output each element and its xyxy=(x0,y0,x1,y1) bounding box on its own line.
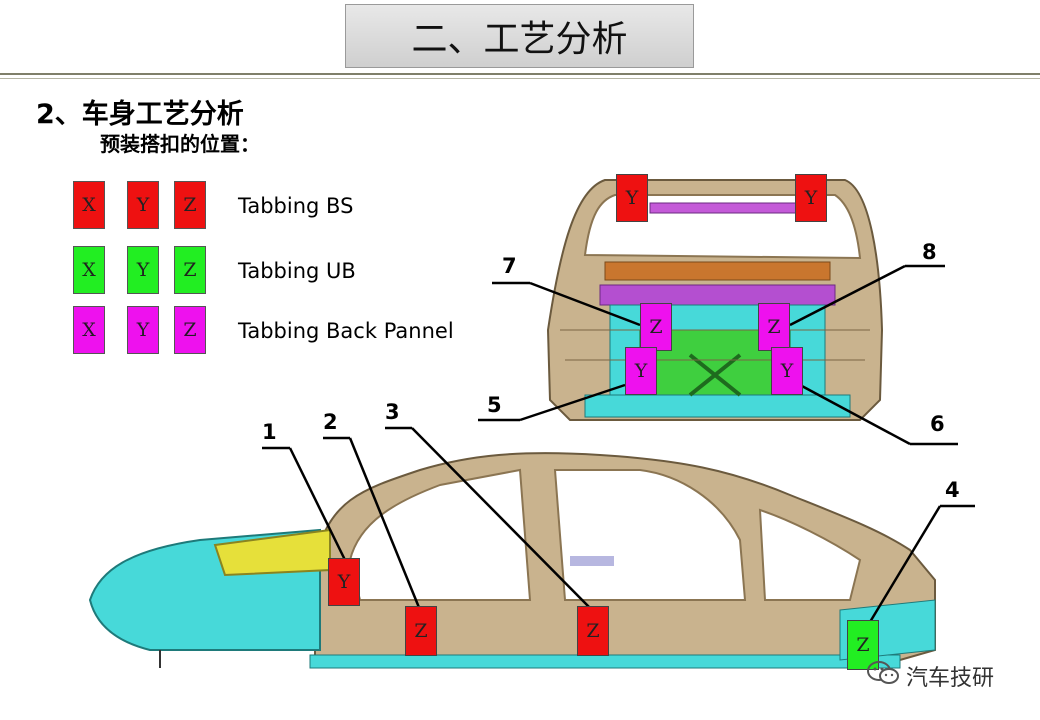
divider xyxy=(0,73,1040,75)
legend-box-bs-x: X xyxy=(73,181,105,229)
callout-8: 8 xyxy=(922,240,937,264)
rear-view-body xyxy=(546,179,884,421)
callout-6: 6 xyxy=(930,412,945,436)
legend-box-bs-y: Y xyxy=(127,181,159,229)
tag-bs-y-rear-right: Y xyxy=(795,174,827,222)
tag-bs-z-2: Z xyxy=(405,606,437,656)
watermark-text: 汽车技研 xyxy=(906,666,995,691)
leader-lines xyxy=(262,264,975,623)
legend-label-ub: Tabbing UB xyxy=(238,259,356,283)
callout-1: 1 xyxy=(262,420,277,444)
legend-box-bp-y: Y xyxy=(127,306,159,354)
tag-ub-z-4: Z xyxy=(847,620,879,670)
tag-bp-y-5: Y xyxy=(625,347,657,395)
tag-bp-z-8: Z xyxy=(758,303,790,351)
wechat-icon xyxy=(866,660,900,692)
legend-label-bp: Tabbing Back Pannel xyxy=(238,319,454,343)
callout-2: 2 xyxy=(323,410,338,434)
callout-7: 7 xyxy=(502,254,517,278)
section-heading: 2、车身工艺分析 xyxy=(36,99,244,130)
legend-label-bs: Tabbing BS xyxy=(238,194,354,218)
legend-box-bp-x: X xyxy=(73,306,105,354)
tag-bp-z-7: Z xyxy=(640,303,672,351)
divider xyxy=(0,78,1040,79)
page-title: 二、工艺分析 xyxy=(345,4,694,68)
section-subheading: 预装搭扣的位置： xyxy=(100,132,260,156)
legend-box-ub-y: Y xyxy=(127,246,159,294)
callout-4: 4 xyxy=(945,478,960,502)
callout-3: 3 xyxy=(385,400,400,424)
tag-bs-y-rear-left: Y xyxy=(616,174,648,222)
tag-bs-y-1: Y xyxy=(328,558,360,606)
side-view-body xyxy=(88,452,936,669)
legend-box-ub-x: X xyxy=(73,246,105,294)
watermark: 汽车技研 xyxy=(866,660,994,692)
tag-bs-z-3: Z xyxy=(577,606,609,656)
callout-5: 5 xyxy=(487,393,502,417)
legend-box-bp-z: Z xyxy=(174,306,206,354)
legend-box-ub-z: Z xyxy=(174,246,206,294)
legend-box-bs-z: Z xyxy=(174,181,206,229)
tag-bp-y-6: Y xyxy=(771,347,803,395)
